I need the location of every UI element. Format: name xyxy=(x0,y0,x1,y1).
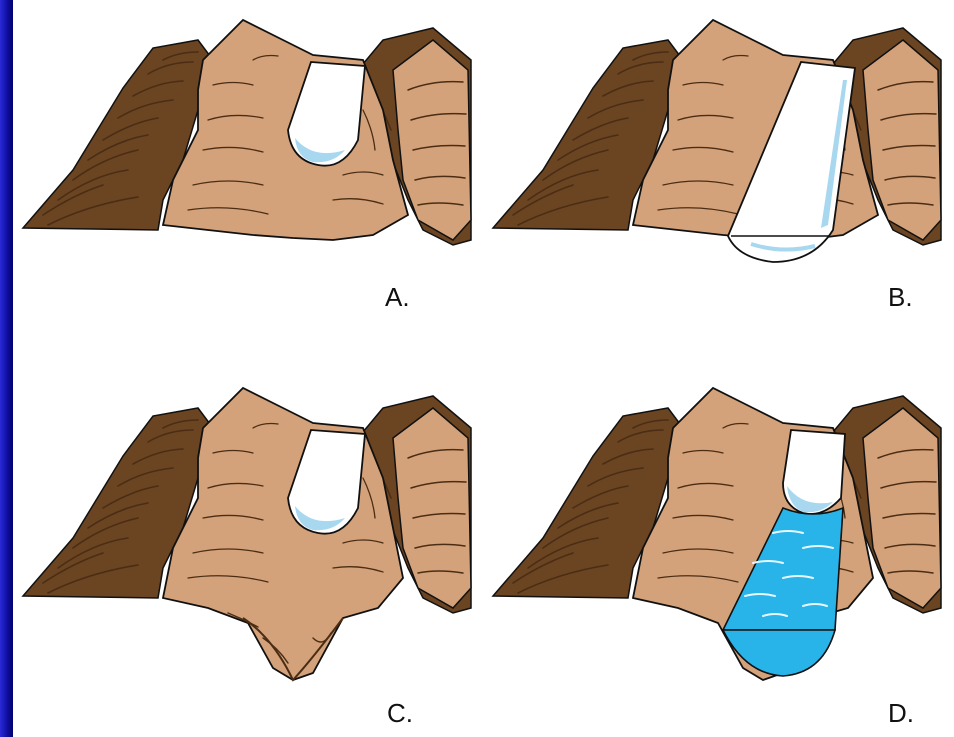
panel-label-a: A. xyxy=(385,282,410,313)
valley-illustration-c xyxy=(13,368,483,736)
valley-illustration-a xyxy=(13,0,483,368)
valley-illustration-b xyxy=(483,0,953,368)
valley-illustration-d xyxy=(483,368,953,736)
panel-a: A. xyxy=(13,0,483,368)
panel-label-b: B. xyxy=(888,282,913,313)
water-lower-d xyxy=(723,630,835,676)
right-cliff-d xyxy=(863,408,941,608)
figure-sheet: A. B. C. D. xyxy=(13,0,954,737)
panel-c: C. xyxy=(13,368,483,736)
panel-label-c: C. xyxy=(387,698,413,729)
right-cliff-c xyxy=(393,408,471,608)
panel-label-d: D. xyxy=(888,698,914,729)
panel-d: D. xyxy=(483,368,953,736)
panel-b: B. xyxy=(483,0,953,368)
